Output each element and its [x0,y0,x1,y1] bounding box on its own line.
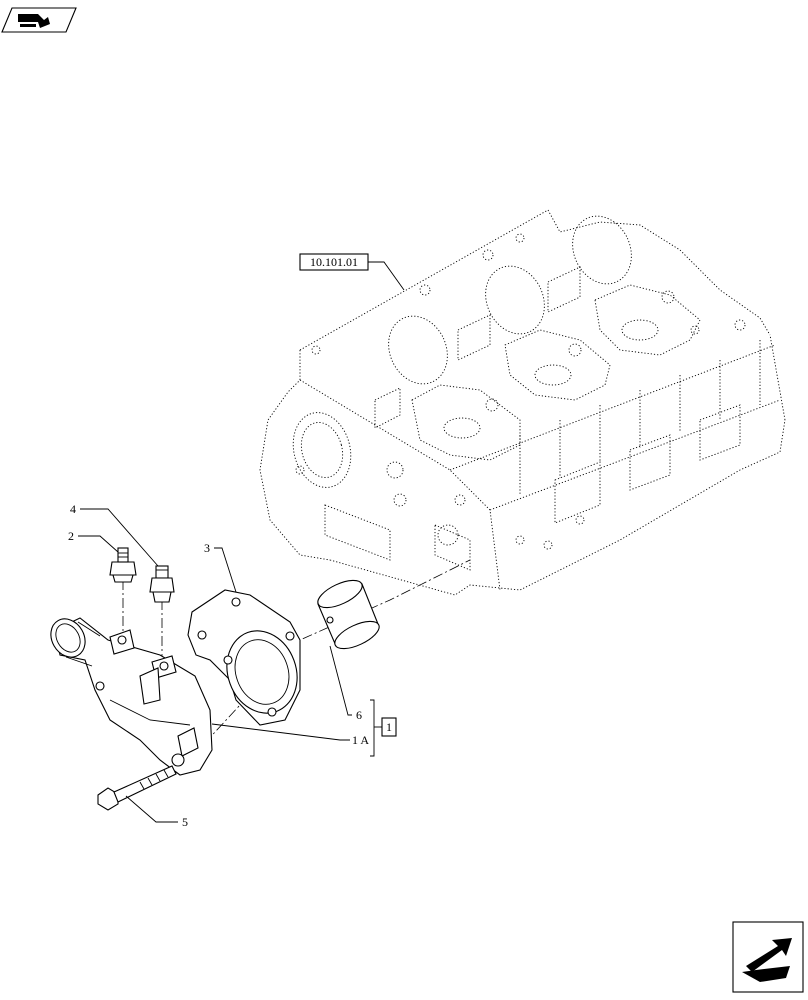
callout-3[interactable]: 3 [204,541,237,593]
callout-2[interactable]: 2 [68,529,119,553]
reference-callout[interactable]: 10.101.01 [299,253,405,291]
bolt-part-5[interactable] [97,765,177,811]
svg-text:1: 1 [386,720,392,734]
svg-text:6: 6 [356,708,362,722]
assembly-axis [179,559,471,771]
next-page-arrow-icon[interactable] [732,921,804,993]
svg-text:2: 2 [68,529,74,543]
group-box-1[interactable]: 1 [381,717,397,737]
svg-text:5: 5 [182,815,188,829]
housing-part-1a[interactable] [44,613,213,776]
callout-4[interactable]: 4 [70,502,159,567]
engine-block-outline [259,209,786,596]
svg-text:4: 4 [70,502,76,516]
sensor-part-2[interactable] [109,547,137,583]
thermostat-part-6[interactable] [314,575,383,654]
svg-text:1 A: 1 A [352,733,369,747]
gasket-part-3[interactable] [187,589,308,726]
svg-text:3: 3 [204,541,210,555]
sensor-part-4[interactable] [149,565,175,603]
reference-label: 10.101.01 [310,255,358,269]
book-pointer-icon[interactable] [1,7,77,33]
callout-5[interactable]: 5 [125,795,188,829]
callout-6[interactable]: 6 [329,645,362,722]
group-bracket [370,699,382,757]
callout-1a[interactable]: 1 A [211,723,369,747]
